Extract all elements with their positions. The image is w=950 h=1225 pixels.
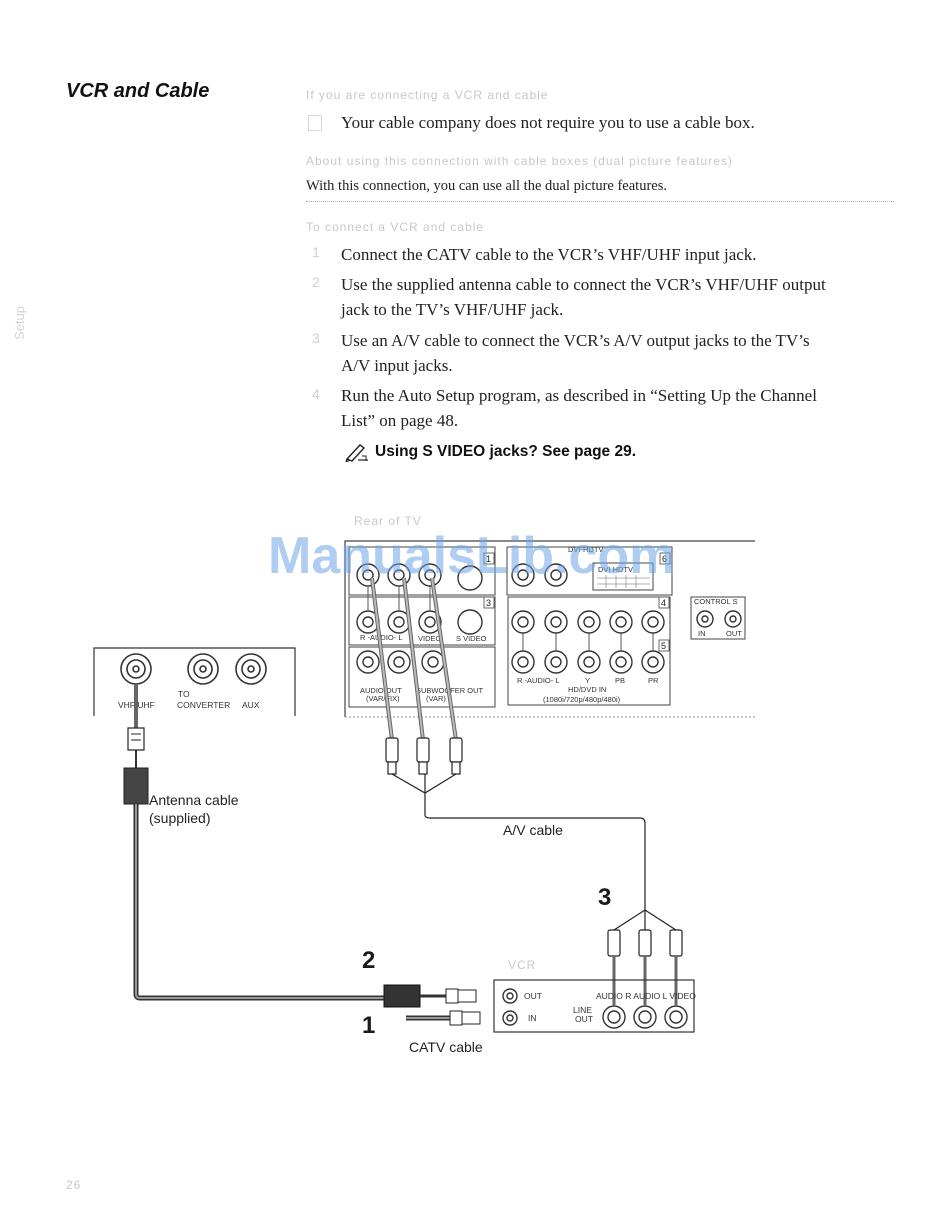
tv-num-6: 6 — [662, 554, 667, 564]
callout-2: 2 — [362, 947, 376, 974]
vcr-in-label: IN — [528, 1013, 537, 1023]
tv-num-4: 4 — [661, 598, 666, 608]
vcr-faint-label: VCR — [508, 958, 537, 972]
step-number: 3 — [312, 330, 320, 346]
faint-steps-heading: To connect a VCR and cable — [306, 220, 485, 234]
converter-label: CONVERTER — [177, 700, 230, 710]
callout-1: 1 — [362, 1012, 376, 1039]
aux-label: AUX — [242, 700, 260, 710]
control-s-in: IN — [698, 629, 706, 638]
control-s-label: CONTROL S — [694, 597, 737, 606]
to-label: TO — [178, 689, 190, 699]
hd-formats-label: (1080i/720p/480p/480i) — [543, 695, 621, 704]
connection-note: With this connection, you can use all th… — [306, 178, 667, 194]
antenna-cable-supplied-label: (supplied) — [149, 810, 211, 826]
hd-y-label: Y — [585, 676, 590, 685]
divider — [306, 201, 894, 202]
checkbox-icon — [308, 115, 322, 131]
hd-dvd-in-label: HD/DVD IN — [568, 685, 606, 694]
dvi-in-label: DVI HDTV — [598, 565, 633, 574]
tv-num-3: 3 — [486, 598, 491, 608]
step-text: A/V input jacks. — [341, 356, 453, 375]
page-number: 26 — [66, 1178, 82, 1192]
svg-text:Setup: Setup — [12, 306, 27, 340]
watermark: ManualsLib.com — [268, 527, 676, 585]
faint-subtitle: If you are connecting a VCR and cable — [306, 88, 549, 102]
vcr-line-label: LINE — [573, 1005, 592, 1015]
tv-num-1: 1 — [486, 554, 491, 564]
hd-pr-label: PR — [648, 676, 659, 685]
step-number: 4 — [312, 386, 320, 402]
step-text: jack to the TV’s VHF/UHF jack. — [341, 300, 564, 319]
step-text: Run the Auto Setup program, as described… — [341, 386, 817, 405]
vcr-out-label: OUT — [524, 991, 542, 1001]
audio-out-label: AUDIO OUT — [360, 686, 402, 695]
tv-faint-label: Rear of TV — [354, 514, 422, 528]
tv-num-5: 5 — [661, 641, 666, 651]
vcr-line-out-label: OUT — [575, 1014, 593, 1024]
step-text: Connect the CATV cable to the VCR’s VHF/… — [341, 245, 757, 264]
av-cable-label: A/V cable — [503, 822, 563, 838]
var-fix-label: (VAR/FIX) — [366, 694, 400, 703]
tv-svideo-label: S VIDEO — [456, 634, 487, 643]
step-text: List” on page 48. — [341, 411, 459, 430]
catv-cable-label: CATV cable — [409, 1039, 483, 1055]
tv-video-label: VIDEO — [418, 634, 442, 643]
hd-audio-label: R -AUDIO- L — [517, 676, 560, 685]
step-number: 1 — [312, 244, 320, 260]
sub-var-label: (VAR) — [426, 694, 446, 703]
dvi-label: DVI-HDTV — [568, 545, 603, 554]
check-item-text: Your cable company does not require you … — [341, 113, 755, 132]
step-text: Use the supplied antenna cable to connec… — [341, 275, 826, 294]
vcr-rear-panel: OUT IN LINE OUT AUDIO R AUDIO L VIDEO — [493, 979, 696, 1033]
vcr-audio-video-label: AUDIO R AUDIO L VIDEO — [596, 991, 696, 1001]
note-text: Using S VIDEO jacks? See page 29. — [375, 443, 637, 460]
step-number: 2 — [312, 274, 320, 290]
antenna-cable-label: Antenna cable — [149, 792, 239, 808]
step-text: Use an A/V cable to connect the VCR’s A/… — [341, 331, 810, 350]
pencil-note-icon — [345, 444, 368, 462]
section-title: VCR and Cable — [66, 80, 210, 102]
faint-heading: About using this connection with cable b… — [306, 154, 733, 168]
callout-3: 3 — [598, 884, 612, 911]
hd-pb-label: PB — [615, 676, 625, 685]
tv-antenna-panel: VHF/UHF TO CONVERTER AUX — [93, 647, 296, 716]
side-tab-icon: Setup — [12, 306, 27, 340]
control-s-out: OUT — [726, 629, 742, 638]
